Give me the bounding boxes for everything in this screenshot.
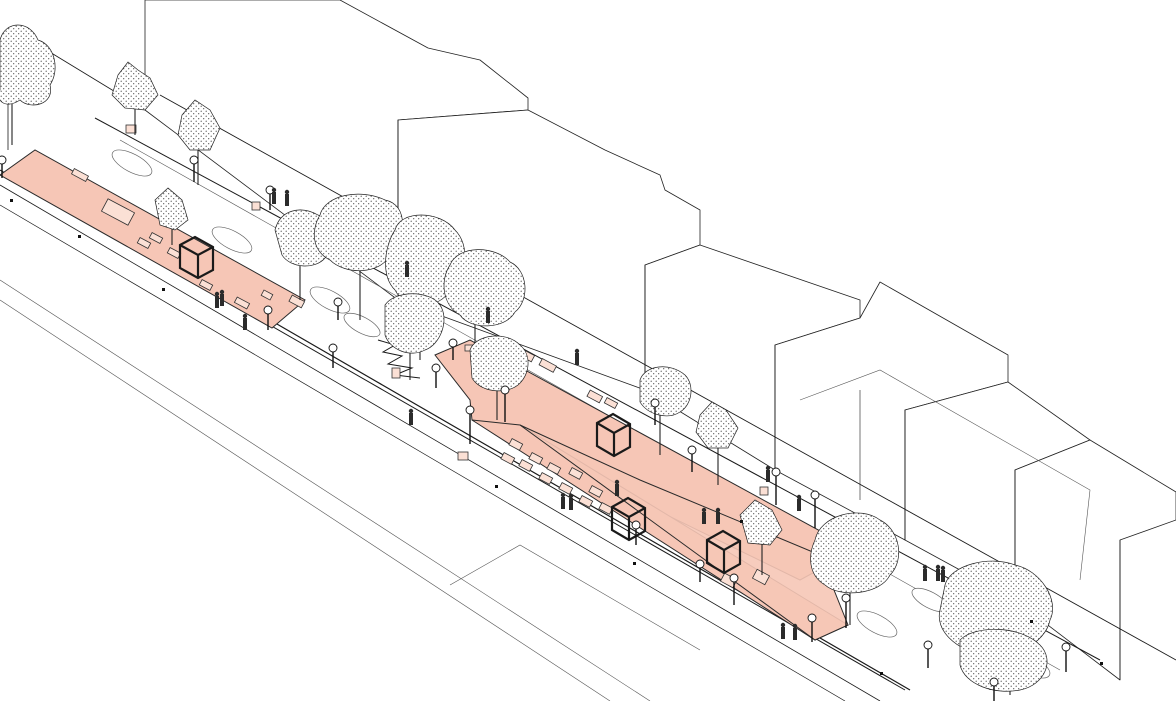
pedestrian-figure [574,348,580,365]
pedestrian-plaza-corner [519,424,849,641]
pedestrian-figure [701,507,707,524]
street-lamp [695,559,705,582]
pedestrian-figure [271,187,277,204]
pedestrian-figure [935,564,941,581]
pedestrian-figure [242,313,248,330]
parked-car [343,312,381,338]
pedestrian-figure [940,565,946,582]
street-tree [695,401,739,485]
parked-car [309,286,351,314]
pedestrian-figure [560,492,566,509]
street-lamp [465,405,475,444]
street-lamp [729,573,739,605]
street-lamp [989,677,999,701]
street-lamp [333,297,343,320]
building-1 [144,0,529,301]
street-lamp [923,640,933,668]
pedestrian-figure [765,465,771,482]
cube-pavilion-1 [178,235,215,280]
street-lamp [263,305,273,330]
pedestrian-figure [404,260,410,277]
street-lamp [687,445,697,472]
street-lamp [631,520,641,545]
street-tree [384,293,445,380]
pedestrian-figure [284,189,290,206]
street-tree [177,99,221,185]
pedestrian-figure [922,564,928,581]
bench-blocks [70,124,771,589]
pedestrian-figure [214,291,220,308]
street-tree [0,24,56,145]
street-lamp [0,155,7,178]
street-lamp [189,155,199,182]
street-lamp [771,467,781,505]
street-tree [443,249,526,350]
street-lamp [1061,642,1071,672]
pedestrian-figure [780,622,786,639]
parked-car [856,610,898,638]
street-tree [469,335,529,420]
pedestrian-figure [408,408,414,425]
street-lamp [841,593,851,628]
bench-group-west [70,124,306,310]
cube-pavilions [178,235,742,575]
parked-car [111,149,153,177]
pedestrian-figure [485,306,491,323]
street-tree [739,499,783,575]
street-lamp [810,490,820,528]
street-tree [111,61,159,135]
pedestrians [214,187,946,640]
street-tree [959,629,1048,695]
pedestrian-figure [568,493,574,510]
bench-group-center [391,344,619,410]
cube-pavilion-2 [595,412,632,458]
street-lamp [807,613,817,642]
cube-pavilion-3 [610,496,647,542]
bench-group-east [457,437,771,589]
street-lamps [0,155,1071,701]
parked-car [211,226,253,254]
pedestrian-figure [792,623,798,640]
cube-pavilion-4 [705,529,742,575]
street-trees [0,24,1053,695]
street-lamp [328,343,338,368]
street-tree [154,187,189,245]
street-tree [810,512,899,625]
pedestrian-figure [614,479,620,496]
pedestrian-figure [796,494,802,511]
street-lamp [500,385,510,422]
pedestrian-figure [219,289,225,306]
street-lamp [650,398,660,425]
street-lamp [448,338,458,360]
street-lamp [431,363,441,388]
pedestrian-figure [715,507,721,524]
ground-ticks [10,199,1103,675]
